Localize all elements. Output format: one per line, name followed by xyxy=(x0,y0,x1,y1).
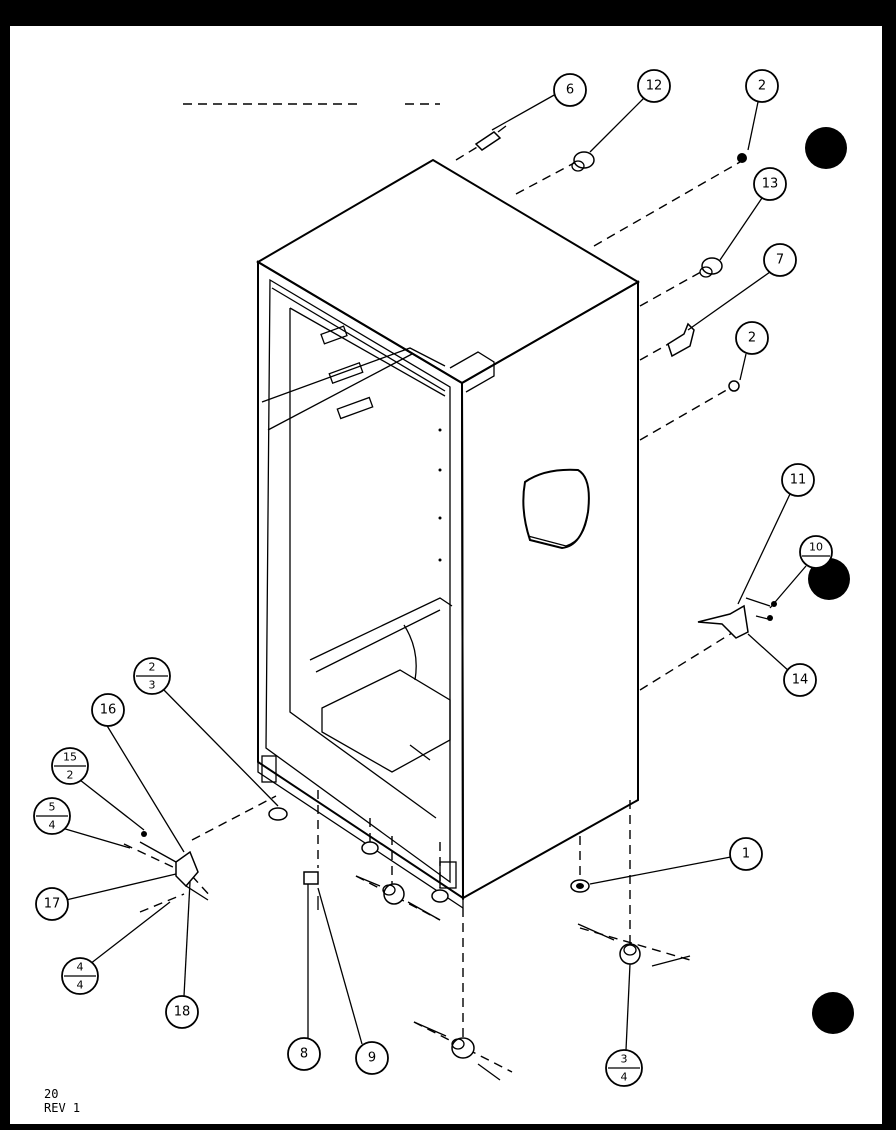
callout-2-side: 2 xyxy=(735,321,769,355)
callout-3-4-bottom: 4 xyxy=(621,1071,628,1084)
callout-12: 12 xyxy=(637,69,671,103)
part-6-plug xyxy=(474,125,507,151)
callout-3-4: 3 4 xyxy=(605,1049,643,1087)
callout-7: 7 xyxy=(763,243,797,277)
callout-1-label: 1 xyxy=(742,847,750,862)
callout-16-label: 16 xyxy=(100,703,117,718)
callout-8-label: 8 xyxy=(300,1047,308,1062)
part-7-bracket xyxy=(667,322,695,358)
callout-2-top: 2 xyxy=(745,69,779,103)
callout-15-2-top: 15 xyxy=(63,751,77,764)
punch-hole-top xyxy=(805,127,847,169)
callout-18-label: 18 xyxy=(174,1005,191,1020)
callout-11-label: 11 xyxy=(790,473,807,488)
part-18-hinge-left xyxy=(139,831,209,901)
callout-9: 9 xyxy=(355,1041,389,1075)
callout-15-2-bottom: 2 xyxy=(67,769,74,782)
callout-5-4: 5 4 xyxy=(33,797,71,835)
callout-5-4-top: 5 xyxy=(49,801,56,814)
callout-2-side-label: 2 xyxy=(748,331,756,346)
callout-10: 10 xyxy=(799,535,833,569)
callout-4-4-bottom: 4 xyxy=(77,979,84,992)
callout-10-top: 10 xyxy=(809,541,823,554)
callout-12-label: 12 xyxy=(646,79,663,94)
callout-6-label: 6 xyxy=(566,83,574,98)
callout-9-label: 9 xyxy=(368,1051,376,1066)
caster-rear-right xyxy=(577,923,691,967)
callout-8: 8 xyxy=(287,1037,321,1071)
callout-11: 11 xyxy=(781,463,815,497)
part-11-hinge xyxy=(697,597,777,639)
part-2-screw-side xyxy=(728,380,740,392)
part-8-clip xyxy=(303,871,319,885)
callout-6: 6 xyxy=(553,73,587,107)
caster-front xyxy=(413,1021,501,1081)
callout-4-4: 4 4 xyxy=(61,957,99,995)
callout-5-4-bottom: 4 xyxy=(49,819,56,832)
part-13-bushing xyxy=(699,257,723,278)
callout-14: 14 xyxy=(783,663,817,697)
callout-13: 13 xyxy=(753,167,787,201)
callout-1: 1 xyxy=(729,837,763,871)
callout-3-4-top: 3 xyxy=(621,1053,628,1066)
leveler-center xyxy=(361,841,379,855)
callout-13-label: 13 xyxy=(762,177,779,192)
callout-18: 18 xyxy=(165,995,199,1029)
leveler-left xyxy=(268,807,288,821)
callout-2-top-label: 2 xyxy=(758,79,766,94)
part-2-screw-top xyxy=(737,153,747,163)
callout-2-3-top: 2 xyxy=(149,661,156,674)
page-number: 20 xyxy=(44,1087,58,1101)
punch-hole-bottom xyxy=(812,992,854,1034)
callout-17-label: 17 xyxy=(44,897,61,912)
callout-17: 17 xyxy=(35,887,69,921)
callout-14-label: 14 xyxy=(792,673,809,688)
caster-center xyxy=(355,875,441,921)
callout-16: 16 xyxy=(91,693,125,727)
part-1-leveler-right xyxy=(570,879,590,893)
callout-7-label: 7 xyxy=(776,253,784,268)
revision-label: REV 1 xyxy=(44,1101,80,1115)
callout-15-2: 15 2 xyxy=(51,747,89,785)
diagram-sheet xyxy=(10,26,882,1124)
refrigerator-cabinet xyxy=(256,158,640,909)
callout-2-3: 2 3 xyxy=(133,657,171,695)
leveler-front-right xyxy=(431,889,449,903)
part-12-bushing xyxy=(571,151,595,172)
callout-4-4-top: 4 xyxy=(77,961,84,974)
callout-2-3-bottom: 3 xyxy=(149,679,156,692)
